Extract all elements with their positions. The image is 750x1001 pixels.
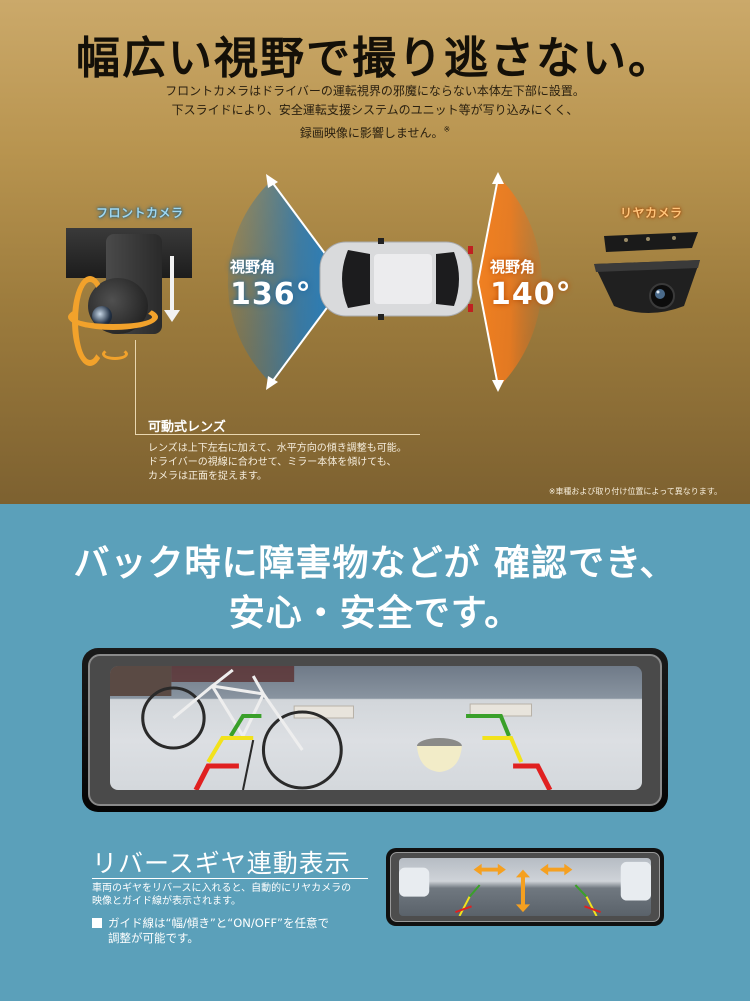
rear-fov-readout: 視野角 140° (490, 258, 572, 312)
movable-lens-title: 可動式レンズ (148, 420, 226, 435)
front-fov-value: 136° (230, 277, 312, 312)
rear-fov-cone (477, 172, 542, 392)
lens-callout-rule (135, 434, 420, 435)
guide-line-note: ガイド線は“幅/傾き”と“ON/OFF”を任意で 調整が可能です。 (92, 916, 329, 946)
reverse-gear-desc: 車両のギヤをリバースに入れると、自動的にリヤカメラの 映像とガイド線が表示されま… (92, 883, 352, 907)
footnote-mark: ※ (443, 125, 451, 134)
wide-view-section: 幅広い視野で撮り逃さない。 フロントカメラはドライバーの運転視界の邪魔にならない… (0, 0, 750, 504)
front-camera-image (66, 228, 196, 378)
reverse-safety-section: バック時に障害物などが 確認でき、 安心・安全です。 (0, 504, 750, 1001)
rear-camera-label: リヤカメラ (620, 206, 683, 220)
headline-wide-view: 幅広い視野で撮り逃さない。 (76, 33, 674, 84)
rotate-horizontal-arrow-icon (68, 304, 158, 330)
slide-down-arrow-icon (164, 256, 180, 322)
width-adjust-arrow-icon (473, 863, 573, 876)
headline-reverse-safety: バック時に障害物などが 確認でき、 安心・安全です。 (73, 542, 677, 634)
tilt-arrow-icon (102, 348, 128, 360)
intro-line: 下スライドにより、安全運転支援システムのユニット等が写り込みにくく、 (171, 103, 579, 117)
rear-camera-view (110, 666, 642, 790)
footnote: ※車種および取り付け位置によって異なります。 (548, 487, 722, 496)
bicycle-image (141, 668, 343, 790)
front-camera-label: フロントカメラ (96, 206, 184, 220)
guide-adjust-mirror-image (386, 848, 664, 926)
title-rule (92, 878, 368, 879)
reverse-gear-title: リバースギヤ連動表示 (92, 849, 351, 878)
rear-fov-value: 140° (490, 277, 572, 312)
tilt-adjust-arrow-icon (515, 869, 531, 913)
reverse-guide-lines (110, 666, 553, 790)
intro-line: 録画映像に影響しません。※ (299, 125, 451, 140)
front-fov-readout: 視野角 136° (230, 258, 312, 312)
square-bullet-icon (92, 918, 102, 928)
intro-text: フロントカメラはドライバーの運転視界の邪魔にならない本体左下部に設置。 下スライ… (0, 82, 750, 143)
lens-callout-line (135, 340, 136, 435)
mirror-display-image (82, 648, 668, 812)
rear-camera-image (594, 232, 700, 313)
movable-lens-desc: レンズは上下左右に加えて、水平方向の傾き調整も可能。 ドライバーの視線に合わせて… (148, 443, 407, 482)
car-top-view-image (319, 238, 473, 320)
intro-line: フロントカメラはドライバーの運転視界の邪魔にならない本体左下部に設置。 (165, 84, 585, 98)
